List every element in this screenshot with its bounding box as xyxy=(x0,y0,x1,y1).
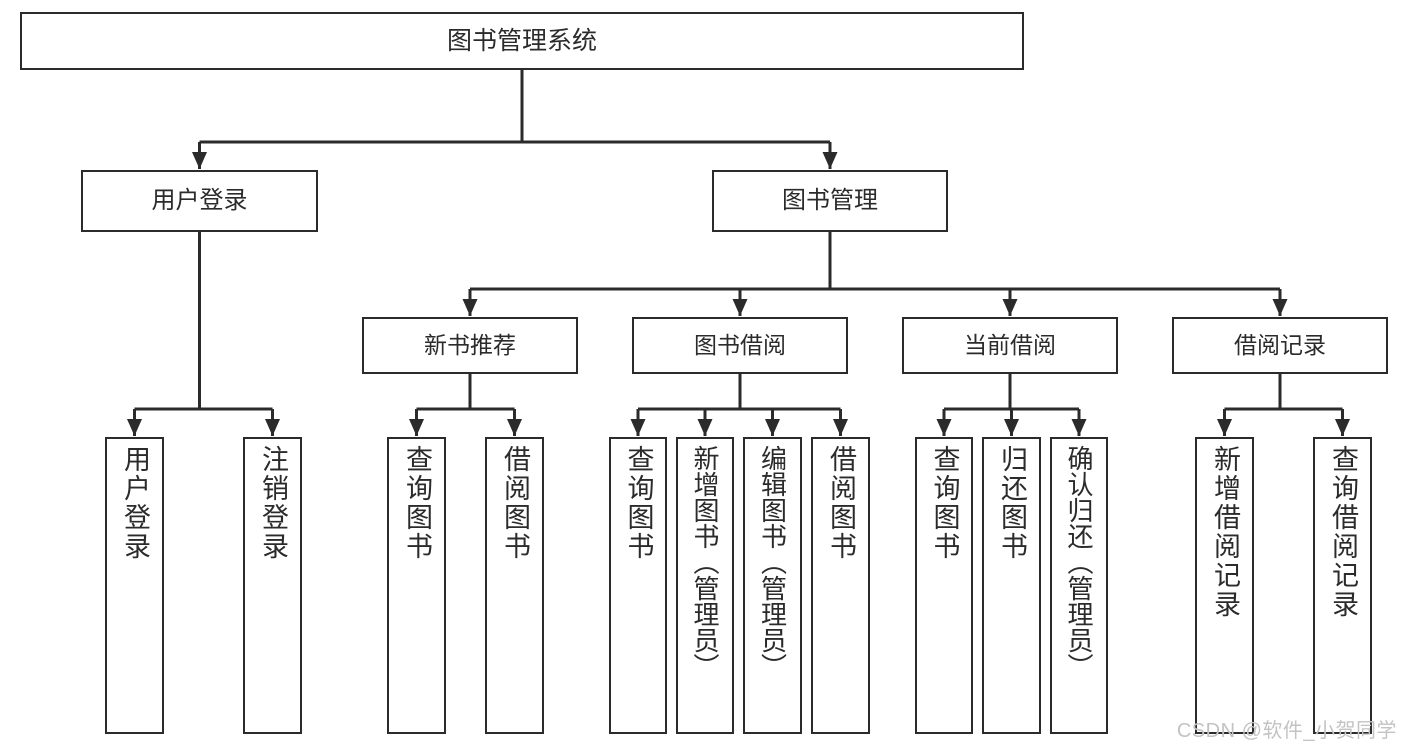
node-label-root: 图书管理系统 xyxy=(446,27,597,55)
node-label-book-borrow: 图书借阅 xyxy=(694,331,786,358)
node-leaf-query-book-rec[interactable]: 查询图书 xyxy=(387,437,446,734)
node-borrow-record[interactable]: 借阅记录 xyxy=(1172,317,1388,374)
arrowhead-leaf-confirm-return xyxy=(1071,419,1087,436)
node-label-book-manage: 图书管理 xyxy=(782,186,878,214)
arrowhead-leaf-query-book-cur xyxy=(936,419,952,436)
node-leaf-confirm-return[interactable]: 确认归还（管理员） xyxy=(1050,437,1108,734)
arrowhead-current-borrow xyxy=(1002,299,1018,316)
arrowhead-leaf-borrow-book-bor xyxy=(833,419,848,436)
node-label-user-login: 用户登录 xyxy=(151,186,248,214)
node-leaf-query-record[interactable]: 查询借阅记录 xyxy=(1313,437,1372,734)
arrowhead-leaf-add-book xyxy=(697,419,713,436)
node-label-leaf-add-record: 新增借阅记录 xyxy=(1210,445,1240,619)
watermark-text: CSDN @软件_小贺同学 xyxy=(1176,720,1397,742)
arrowhead-new-book-rec xyxy=(462,299,478,316)
arrowhead-leaf-return-book xyxy=(1004,419,1019,436)
node-leaf-add-record[interactable]: 新增借阅记录 xyxy=(1195,437,1254,734)
arrowhead-leaf-borrow-book-rec xyxy=(507,419,522,436)
node-label-leaf-confirm-return: 确认归还（管理员） xyxy=(1064,445,1094,679)
arrowhead-borrow-record xyxy=(1272,299,1288,316)
node-leaf-borrow-book-bor[interactable]: 借阅图书 xyxy=(811,437,870,734)
arrowhead-leaf-add-record xyxy=(1217,419,1232,436)
node-label-leaf-borrow-book-bor: 借阅图书 xyxy=(826,445,856,561)
node-label-leaf-query-book-bor: 查询图书 xyxy=(623,445,654,561)
node-label-leaf-edit-book: 编辑图书（管理员） xyxy=(757,445,788,679)
node-leaf-user-login[interactable]: 用户登录 xyxy=(105,437,164,734)
arrowhead-leaf-query-book-bor xyxy=(630,419,646,436)
arrowhead-user-login xyxy=(192,152,207,169)
node-leaf-query-book-bor[interactable]: 查询图书 xyxy=(609,437,667,734)
node-label-leaf-logout: 注销登录 xyxy=(258,445,288,561)
arrowhead-leaf-query-record xyxy=(1335,419,1350,436)
node-leaf-query-book-cur[interactable]: 查询图书 xyxy=(915,437,973,734)
node-label-current-borrow: 当前借阅 xyxy=(964,331,1056,358)
node-label-leaf-query-book-rec: 查询图书 xyxy=(402,445,432,561)
node-root[interactable]: 图书管理系统 xyxy=(20,12,1024,70)
node-label-leaf-borrow-book-rec: 借阅图书 xyxy=(500,445,530,561)
node-label-leaf-add-book: 新增图书（管理员） xyxy=(690,445,720,679)
node-user-login[interactable]: 用户登录 xyxy=(81,170,318,232)
node-label-leaf-return-book: 归还图书 xyxy=(997,445,1027,561)
node-leaf-return-book[interactable]: 归还图书 xyxy=(982,437,1041,734)
node-new-book-rec[interactable]: 新书推荐 xyxy=(362,317,578,374)
node-leaf-borrow-book-rec[interactable]: 借阅图书 xyxy=(485,437,544,734)
node-leaf-logout[interactable]: 注销登录 xyxy=(243,437,302,734)
node-label-new-book-rec: 新书推荐 xyxy=(424,331,516,358)
node-leaf-edit-book[interactable]: 编辑图书（管理员） xyxy=(743,437,802,734)
node-label-leaf-user-login: 用户登录 xyxy=(120,445,150,561)
node-label-leaf-query-book-cur: 查询图书 xyxy=(929,445,960,561)
node-current-borrow[interactable]: 当前借阅 xyxy=(902,317,1118,374)
node-book-manage[interactable]: 图书管理 xyxy=(712,170,948,232)
arrowhead-book-manage xyxy=(822,152,838,169)
arrowhead-leaf-user-login xyxy=(127,419,142,436)
arrowhead-leaf-query-book-rec xyxy=(409,419,424,436)
node-label-leaf-query-record: 查询借阅记录 xyxy=(1328,445,1358,619)
node-label-borrow-record: 借阅记录 xyxy=(1234,331,1326,358)
arrowhead-leaf-logout xyxy=(265,419,280,436)
node-book-borrow[interactable]: 图书借阅 xyxy=(632,317,848,374)
arrowhead-leaf-edit-book xyxy=(765,419,780,436)
node-leaf-add-book[interactable]: 新增图书（管理员） xyxy=(676,437,734,734)
arrowhead-book-borrow xyxy=(732,299,748,316)
